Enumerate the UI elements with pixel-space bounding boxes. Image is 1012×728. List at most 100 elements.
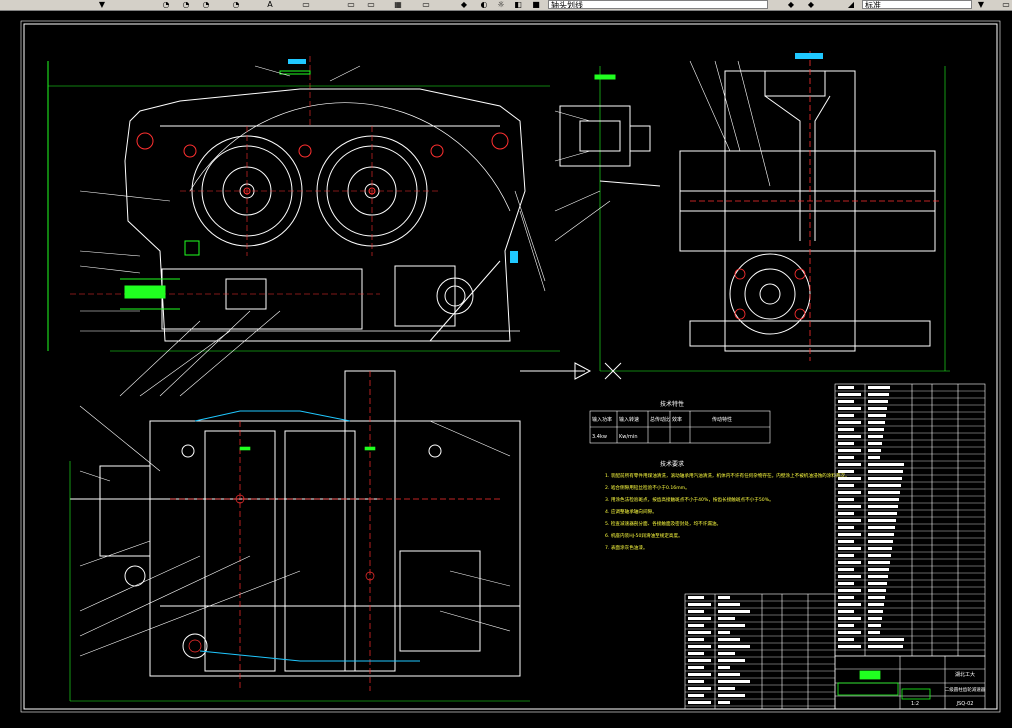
parts-row-code (688, 659, 711, 662)
side-view (679, 70, 936, 352)
top-view-red (170, 371, 500, 691)
parts-row-code (838, 526, 854, 529)
side-view-red (690, 51, 940, 361)
parts-row-entry (868, 505, 898, 508)
parts-row-code (688, 631, 711, 634)
parts-row-code (838, 456, 854, 459)
parts-row-entry (868, 645, 903, 648)
parts-row-code (838, 407, 861, 410)
parts-row-code (688, 673, 711, 676)
sheet-outer-border (20, 20, 1001, 713)
layer-state-icon[interactable]: ◆ (460, 0, 468, 9)
parts-row-entry (868, 512, 897, 515)
parts-row-code (838, 519, 861, 522)
parts-row-code (838, 449, 861, 452)
parts-row-entry (868, 400, 888, 403)
parts-row-code (688, 645, 711, 648)
parts-row-entry (868, 554, 891, 557)
cad-toolbar: ▼ ◔ ◔ ◔ ◔ A ▭ ▭ ▭ ▦ ▭ ◆ ◐ ☼ ◧ ■ 轴头划线 ◆ ◆… (0, 0, 1012, 11)
parts-row-entry (868, 442, 882, 445)
svg-text:效率: 效率 (672, 416, 682, 423)
properties-icon[interactable]: ▭ (367, 0, 375, 9)
parts-row-code (838, 442, 854, 445)
parts-row-code (838, 400, 854, 403)
sun-icon[interactable]: ☼ (497, 0, 505, 9)
zoom-previous-icon[interactable]: ◔ (202, 0, 210, 9)
svg-text:2. 啮合侧隙用铅丝检验不小于0.16mm。: 2. 啮合侧隙用铅丝检验不小于0.16mm。 (605, 484, 690, 491)
drawing-canvas[interactable]: 技术特性 输入功率 输入转速 总传动比 效率 传动特性 3.4kw Kw/min… (0, 11, 1012, 728)
style-combo[interactable]: 标准 (862, 0, 972, 9)
parts-row-entry (868, 568, 889, 571)
parts-row-entry (868, 526, 895, 529)
parts-row-code (688, 652, 704, 655)
bulb-icon[interactable]: ◐ (480, 0, 488, 9)
parts-row-code (838, 610, 854, 613)
style-icon[interactable]: ◢ (847, 0, 855, 9)
parts-row-entry (868, 428, 884, 431)
lock-icon[interactable]: ◧ (514, 0, 522, 9)
parts-row-code (688, 638, 704, 641)
parts-row-entry (718, 624, 745, 627)
parts-row-entry (718, 638, 740, 641)
color-icon[interactable]: ■ (532, 0, 540, 9)
svg-text:输入功率: 输入功率 (592, 416, 612, 423)
parts-row-entry (868, 421, 885, 424)
parts-row-entry (868, 414, 886, 417)
parts-row-entry (868, 631, 880, 634)
chevron-down-icon[interactable]: ▼ (977, 0, 985, 9)
zoom-realtime-icon[interactable]: ◔ (232, 0, 240, 9)
side-view-vent (795, 53, 823, 59)
parts-row-entry (718, 701, 730, 704)
parts-row-entry (868, 624, 881, 627)
parts-row-code (688, 617, 711, 620)
parts-row-code (838, 575, 861, 578)
tech-req-title: 技术要求 (660, 460, 684, 468)
parts-row-code (688, 701, 711, 704)
parts-row-entry (868, 596, 885, 599)
parts-row-entry (718, 666, 730, 669)
text-style-icon[interactable]: A (267, 0, 273, 9)
svg-text:总传动比: 总传动比 (650, 416, 670, 423)
parts-row-code (838, 645, 861, 648)
svg-text:1. 装配前所有零件用煤油清洗，滚动轴承用汽油清洗，机体内不: 1. 装配前所有零件用煤油清洗，滚动轴承用汽油清洗，机体内不许有任何杂物存在。内… (605, 472, 850, 479)
parts-row-entry (868, 456, 880, 459)
parts-row-code (838, 554, 854, 557)
parts-row-code (688, 694, 704, 697)
parts-row-code (838, 617, 861, 620)
parts-row-entry (868, 617, 882, 620)
dimension-icon[interactable]: ▭ (302, 0, 310, 9)
parts-row-entry (718, 596, 730, 599)
parts-row-code (838, 561, 861, 564)
front-view-cyan (288, 59, 518, 263)
title-block-number: JSQ-02 (956, 701, 974, 707)
more-icon[interactable]: ▭ (1002, 0, 1010, 9)
previous-layer-icon[interactable]: ◆ (807, 0, 815, 9)
parts-row-entry (868, 540, 893, 543)
front-view-green (47, 61, 616, 352)
detail-view (559, 105, 661, 187)
parts-row-code (838, 498, 854, 501)
front-view (124, 88, 526, 342)
parts-row-code (838, 547, 861, 550)
zoom-icon[interactable]: ◔ (162, 0, 170, 9)
layer-combo[interactable]: 轴头划线 (548, 0, 768, 9)
parts-row-entry (868, 603, 884, 606)
parts-row-entry (868, 463, 904, 466)
parts-row-code (838, 435, 861, 438)
parts-row-entry (718, 617, 735, 620)
parts-row-code (838, 428, 854, 431)
parts-row-code (838, 414, 854, 417)
parts-row-code (838, 631, 861, 634)
match-layer-icon[interactable]: ◆ (787, 0, 795, 9)
parts-row-entry (868, 407, 887, 410)
layer-icon[interactable]: ▭ (347, 0, 355, 9)
arrow-down-icon[interactable]: ▼ (98, 0, 106, 9)
help-icon[interactable]: ▭ (422, 0, 430, 9)
zoom-window-icon[interactable]: ◔ (182, 0, 190, 9)
parts-row-code (838, 568, 854, 571)
parts-row-entry (868, 484, 901, 487)
parts-row-code (838, 505, 861, 508)
svg-text:传动特性: 传动特性 (712, 416, 732, 423)
calculator-icon[interactable]: ▦ (394, 0, 402, 9)
view-arrow (520, 362, 622, 380)
